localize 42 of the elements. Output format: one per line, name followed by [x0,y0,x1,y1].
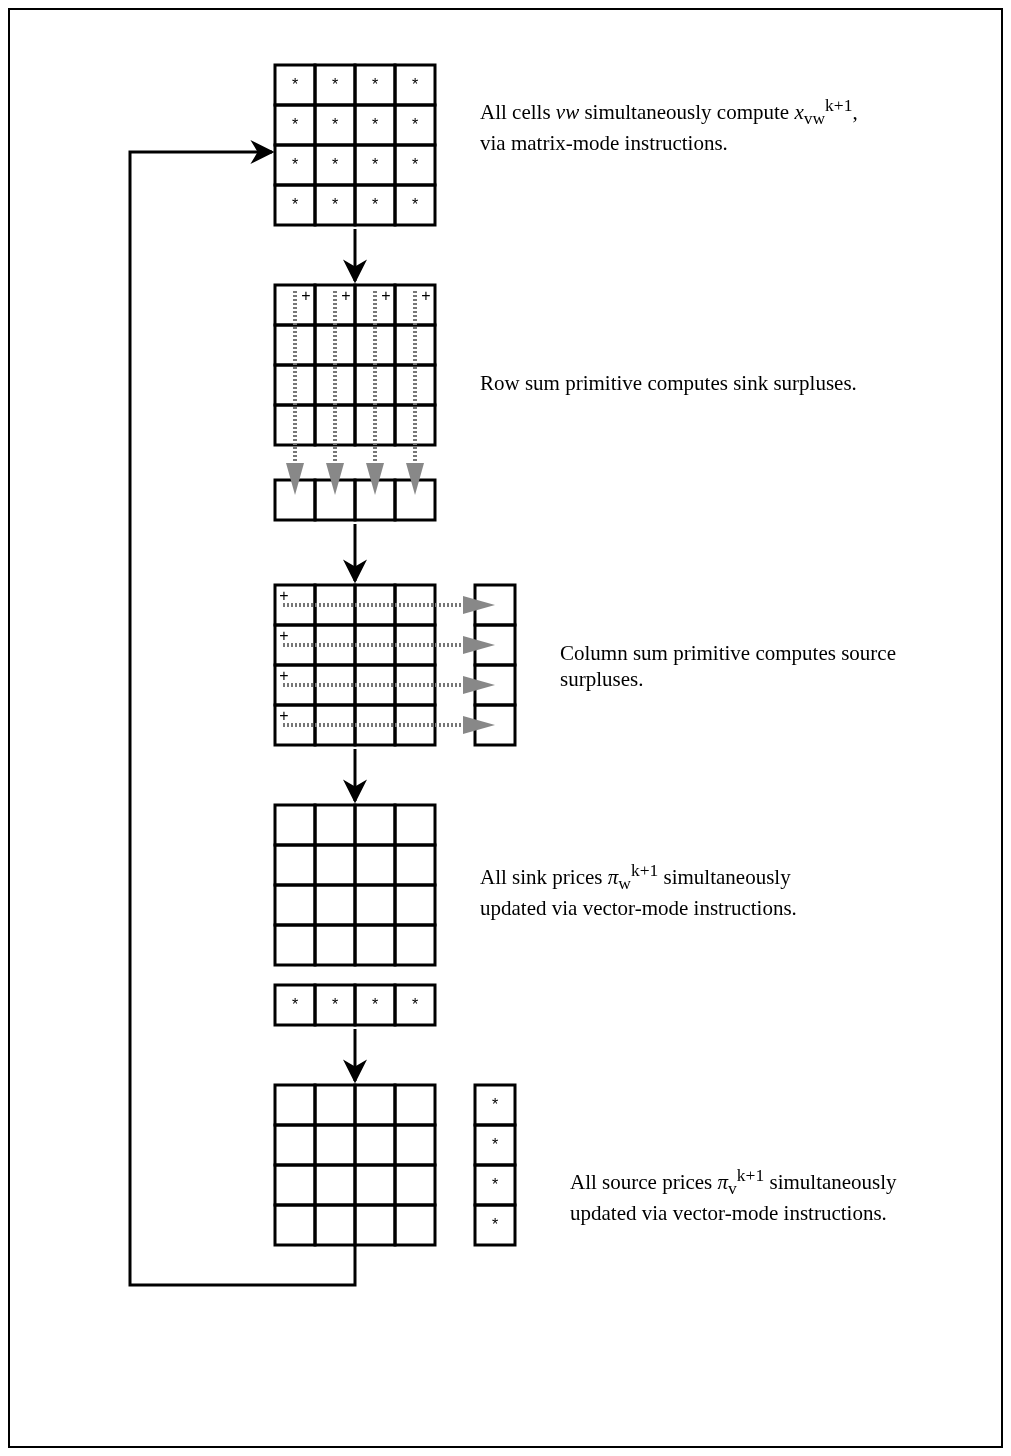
asterisk-mark: * [291,157,299,173]
step-description: Row sum primitive computes sink surpluses. [480,370,858,397]
arrow [128,140,357,1287]
asterisk-mark: * [331,997,339,1013]
asterisk-mark: * [331,197,339,213]
arrow [343,1029,367,1084]
arrow [343,524,367,584]
asterisk-mark: * [291,197,299,213]
asterisk-mark: * [371,77,379,93]
asterisk-mark: * [331,117,339,133]
step-description: All cells vw simultaneously compute x$_{vw}$$^{k+1}$, via matrix-mode instructions. [480,95,859,157]
step-description: All sink prices π$_{w}$$^{k+1}$ simultaneously updated via vector-mode instructions. [480,860,798,922]
asterisk-mark: * [371,117,379,133]
asterisk-mark: * [371,157,379,173]
asterisk-mark: * [411,77,419,93]
asterisk-mark: * [371,197,379,213]
asterisk-mark: * [491,1177,499,1193]
asterisk-mark: * [371,997,379,1013]
plus-mark: + [279,668,289,684]
arrow [343,749,367,804]
plus-mark: + [381,288,391,304]
asterisk-mark: * [291,997,299,1013]
step-description: All source prices π$_{v}$$^{k+1}$ simultaneously updated via vector-mode instructions. [570,1165,898,1227]
plus-mark: + [279,708,289,724]
asterisk-mark: * [411,117,419,133]
step-description: Column sum primitive computes source surpluses. [560,640,897,693]
asterisk-mark: * [491,1217,499,1233]
asterisk-mark: * [491,1137,499,1153]
plus-mark: + [421,288,431,304]
plus-mark: + [279,628,289,644]
asterisk-mark: * [411,197,419,213]
asterisk-mark: * [291,77,299,93]
arrow [343,229,367,284]
asterisk-mark: * [411,157,419,173]
asterisk-mark: * [411,997,419,1013]
plus-mark: + [341,288,351,304]
asterisk-mark: * [331,77,339,93]
asterisk-mark: * [331,157,339,173]
asterisk-mark: * [291,117,299,133]
asterisk-mark: * [491,1097,499,1113]
plus-mark: + [279,588,289,604]
plus-mark: + [301,288,311,304]
